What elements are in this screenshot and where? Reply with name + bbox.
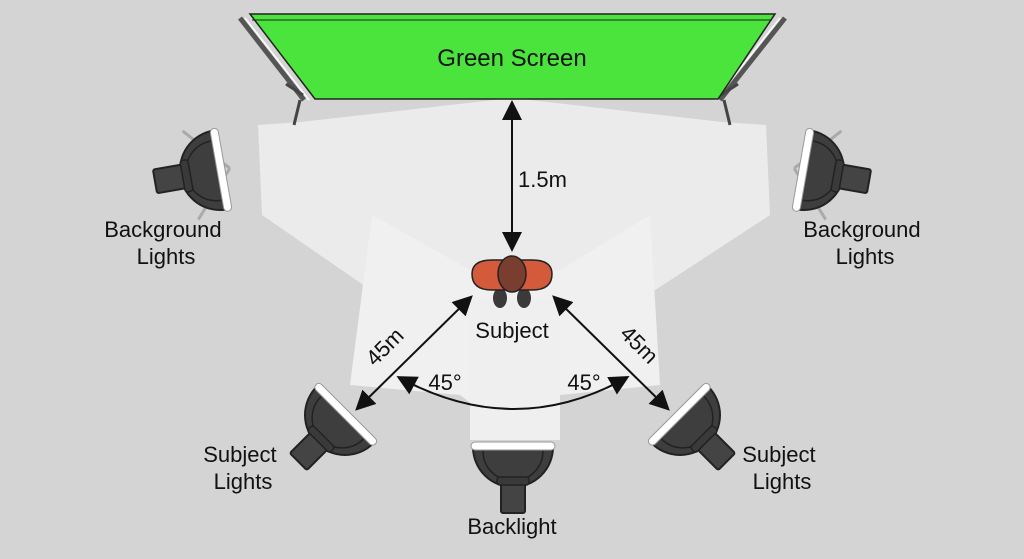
green-screen-label: Green Screen — [437, 45, 586, 72]
subject-label: Subject — [475, 318, 548, 343]
background-light-left — [146, 126, 234, 224]
distance-arrow-right — [552, 295, 670, 411]
subject-lights-right-label: Subject Lights — [742, 442, 822, 494]
distance-arrow-left — [355, 295, 473, 411]
subject-figure — [471, 255, 553, 308]
background-light-right — [790, 126, 878, 224]
backlight-label: Backlight — [467, 514, 556, 539]
distance-screen-label: 1.5m — [518, 167, 567, 192]
subject-lights-left-label: Subject Lights — [203, 442, 283, 494]
background-lights-right-label: Background Lights — [803, 217, 927, 269]
angle-right-label: 45° — [567, 370, 600, 395]
angle-left-label: 45° — [428, 370, 461, 395]
angle-arc — [396, 376, 630, 410]
subject-light-left — [267, 380, 380, 493]
subject-light-right — [645, 380, 758, 493]
green-screen: Green Screen — [238, 13, 787, 126]
background-lights-left-label: Background Lights — [104, 217, 228, 269]
backlight — [470, 441, 556, 514]
